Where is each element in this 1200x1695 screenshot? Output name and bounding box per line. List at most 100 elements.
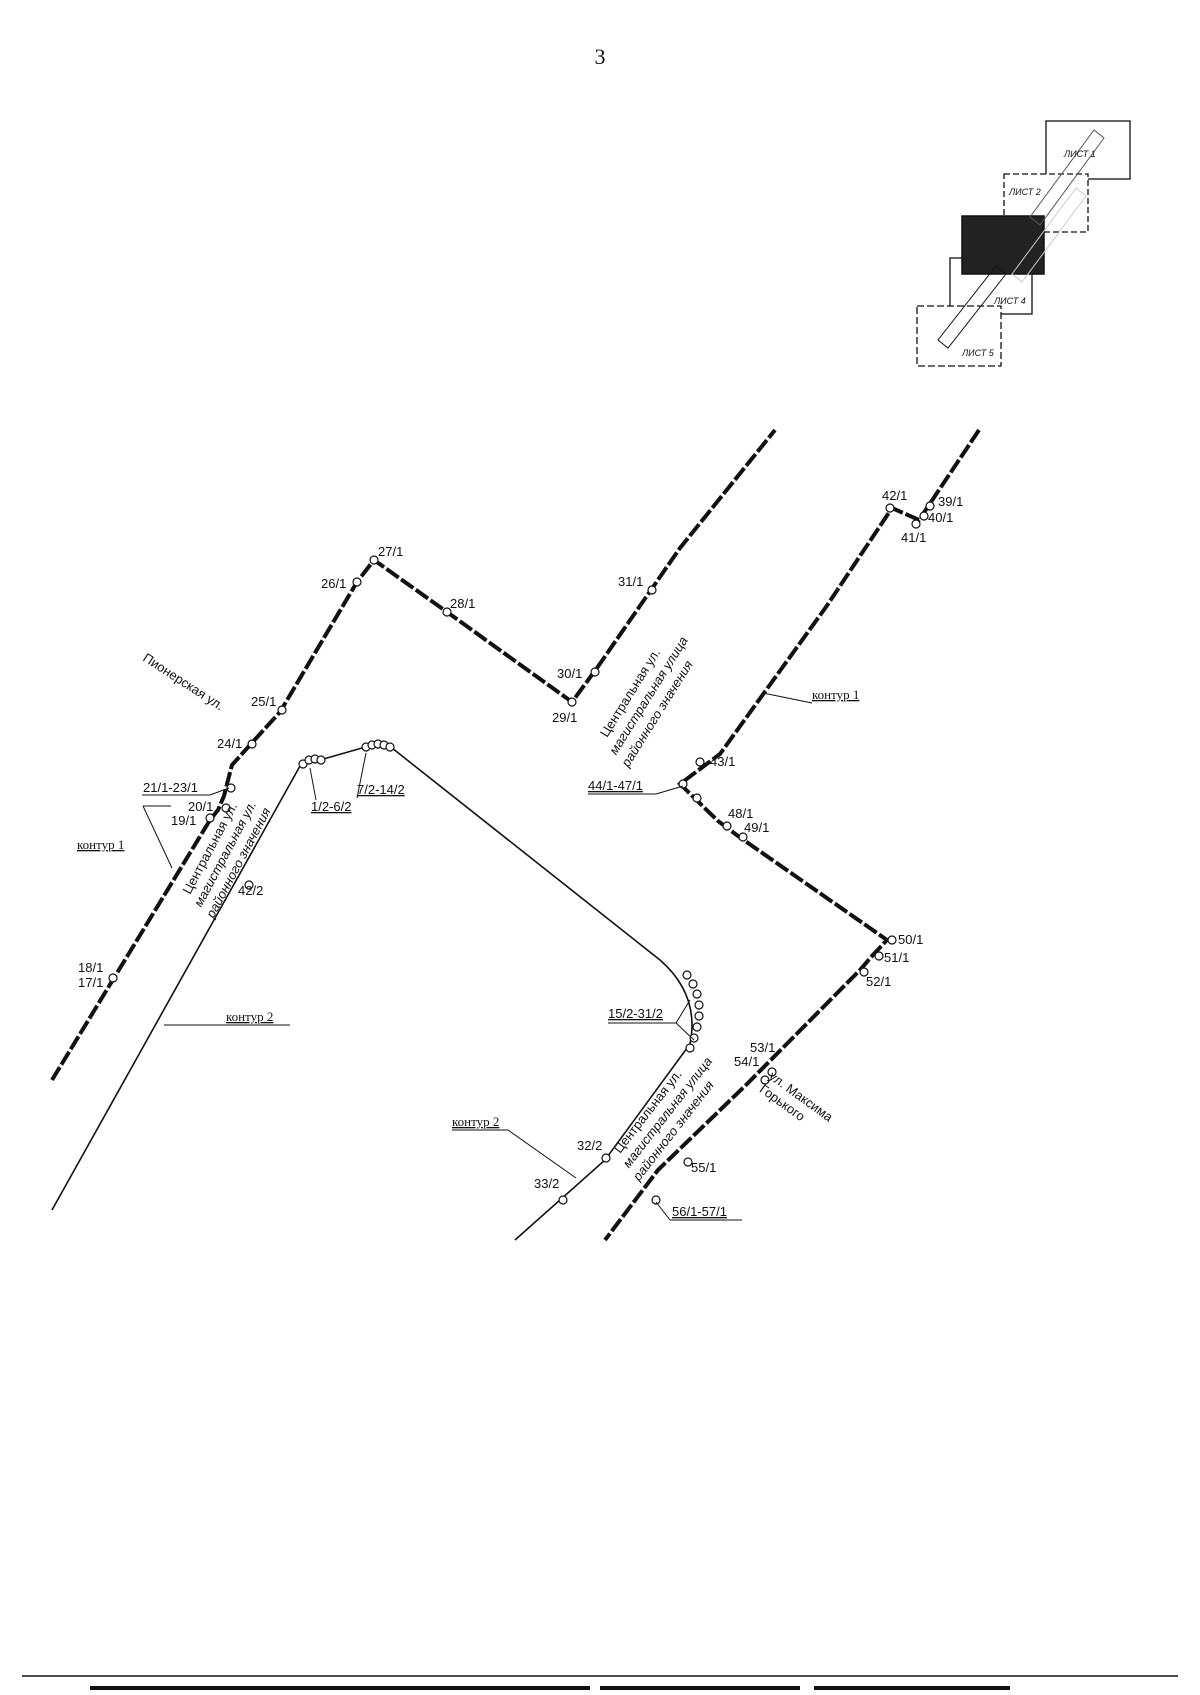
label-42-2: 42/2 [238,883,263,898]
point-46-1 [692,793,702,803]
label-19-1: 19/1 [171,813,196,828]
label-20-1: 20/1 [188,799,213,814]
label-31-1: 31/1 [618,574,643,589]
point-54-1 [760,1075,770,1085]
point-44-47-leader [655,785,684,795]
index-sheet-1-label: ЛИСТ 1 [1063,149,1096,159]
index-sheet-2-label: ЛИСТ 2 [1008,187,1041,197]
boundary-point [685,1043,695,1053]
point-55-1 [683,1157,693,1167]
point-15-31-leader-b [675,1022,695,1041]
contour-1-left-label: контур 1 [77,837,124,852]
contour-2-bottom-label: контур 2 [452,1114,499,1129]
label-32-2: 32/2 [577,1138,602,1153]
point-42-2 [244,880,254,890]
contour-1-right-leader [762,692,813,704]
label-49-1: 49/1 [744,820,769,835]
label-43-1: 43/1 [710,754,735,769]
boundary-point [385,742,395,752]
detail-point-clusters [298,739,704,1053]
label-48-1: 48/1 [728,806,753,821]
label-44-47-1: 44/1-47/1 [588,778,643,793]
street-central-bottom-line-2: магистральная улица [619,1054,715,1171]
page-number: 3 [594,44,606,69]
point-44-47-1 [678,779,688,789]
point-27-1 [369,555,379,565]
index-strip-top [1029,129,1105,226]
point-31-1 [647,585,657,595]
index-sheet-4-label: ЛИСТ 4 [993,296,1026,306]
point-15-31-leader-a [675,999,691,1024]
point-50-1 [887,935,897,945]
boundary-point [682,970,692,980]
point-20-1 [221,803,231,813]
boundary-point [689,1033,699,1043]
index-strip-bottom [937,265,1007,349]
index-sheet-5-frame [916,305,1002,367]
contour-1-left-leader [142,805,173,869]
label-42-1: 42/1 [882,488,907,503]
boundary-point [692,1022,702,1032]
point-43-1 [695,757,705,767]
contour-1-left-boundary [50,428,777,1082]
label-1-6-2: 1/2-6/2 [311,799,351,814]
contour-1-right-label: контур 1 [812,687,859,702]
point-53-1 [767,1067,777,1077]
index-current-sheet [961,215,1045,275]
boundary-point [694,1000,704,1010]
point-7-14-leader [356,752,367,799]
label-40-1: 40/1 [928,510,953,525]
boundary-point [692,989,702,999]
leader-lines [142,692,813,1221]
point-1-6-leader [309,767,317,801]
point-42-1 [885,503,895,513]
point-51-1 [874,951,884,961]
label-25-1: 25/1 [251,694,276,709]
label-39-1: 39/1 [938,494,963,509]
point-25-1 [277,705,287,715]
point-32-2 [601,1153,611,1163]
label-28-1: 28/1 [450,596,475,611]
sheet-index-map: ЛИСТ 1 ЛИСТ 2 ЛИСТ 4 ЛИСТ 5 [916,120,1131,367]
label-7-14-2: 7/2-14/2 [357,782,405,797]
point-24-1 [247,739,257,749]
label-27-1: 27/1 [378,544,403,559]
label-18-1: 18/1 [78,960,103,975]
label-53-1: 53/1 [750,1040,775,1055]
point-56-57-1 [651,1195,661,1205]
point-21-23-leader [209,787,230,796]
point-17-1 [108,973,118,983]
point-28-1 [442,607,452,617]
street-central-top: Центральная ул. магистральная улица райо… [597,634,696,771]
label-52-1: 52/1 [866,974,891,989]
point-39-1 [925,501,935,511]
label-51-1: 51/1 [884,950,909,965]
index-strip-mid [1011,187,1087,283]
label-41-1: 41/1 [901,530,926,545]
point-26-1 [352,577,362,587]
point-56-57-leader [655,1201,671,1221]
point-33-2 [558,1195,568,1205]
label-26-1: 26/1 [321,576,346,591]
index-sheet-5-label: ЛИСТ 5 [961,348,995,358]
point-21-23-1 [226,783,236,793]
label-50-1: 50/1 [898,932,923,947]
boundary-point [316,755,326,765]
label-29-1: 29/1 [552,710,577,725]
label-21-23-1: 21/1-23/1 [143,780,198,795]
point-49-1 [738,832,748,842]
point-29-1 [567,697,577,707]
contour-2-bottom-leader [507,1129,577,1179]
label-17-1: 17/1 [78,975,103,990]
point-48-1 [722,821,732,831]
label-24-1: 24/1 [217,736,242,751]
label-33-2: 33/2 [534,1176,559,1191]
point-40-1 [919,511,929,521]
label-56-57-1: 56/1-57/1 [672,1204,727,1219]
boundary-point [694,1011,704,1021]
point-30-1 [590,667,600,677]
point-19-1 [205,813,215,823]
label-30-1: 30/1 [557,666,582,681]
point-52-1 [859,967,869,977]
